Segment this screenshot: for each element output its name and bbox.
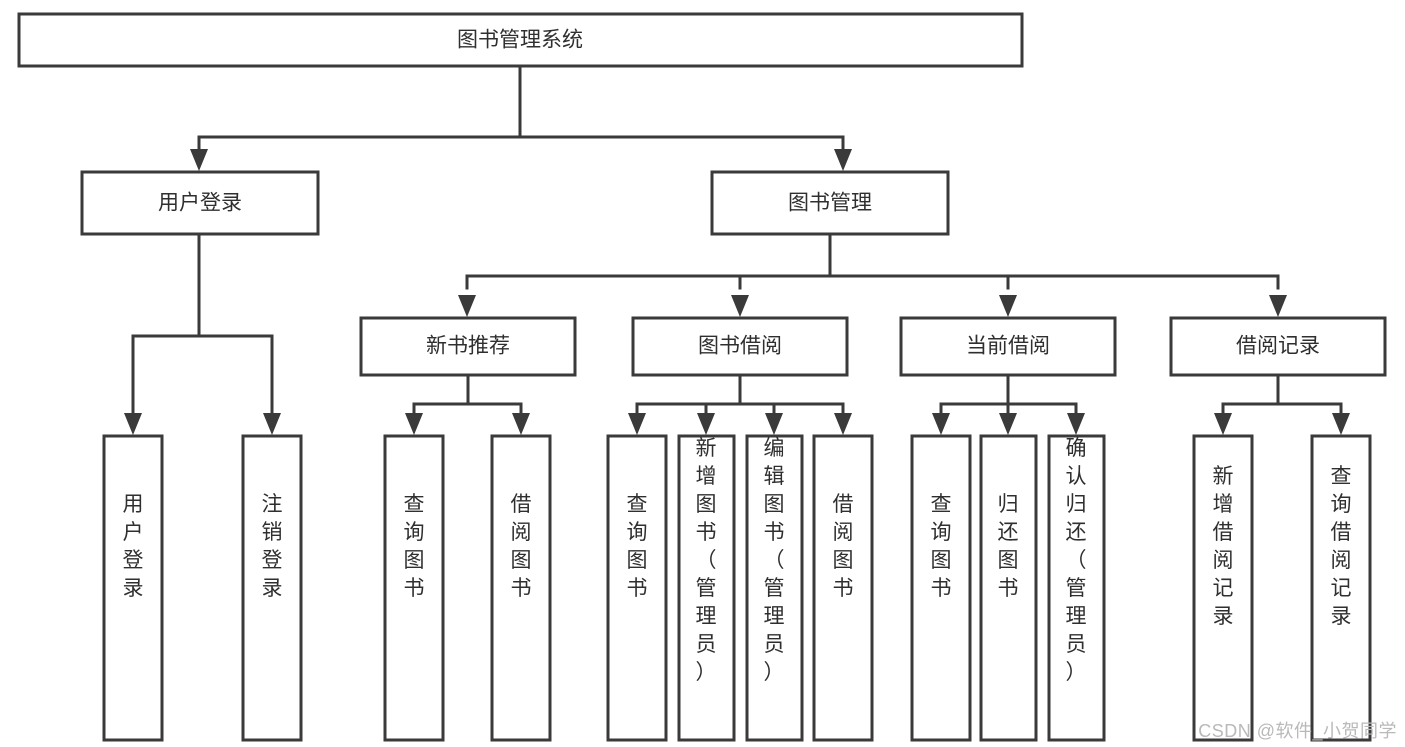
leaf-node[interactable]: 注销登录 [241, 434, 303, 742]
leaf-label: 归还图书 [998, 493, 1019, 600]
leaf-label: 查询图书 [627, 493, 648, 600]
leaf-node[interactable]: 查询图书 [606, 434, 668, 742]
leaf-node[interactable]: 编辑图书（管理员） [745, 434, 804, 742]
node-bookmgmt[interactable]: 图书管理 [710, 170, 950, 236]
leaf-label: 查询借阅记录 [1331, 465, 1352, 628]
leaf-label: 查询图书 [931, 493, 952, 600]
leaf-node[interactable]: 借阅图书 [812, 434, 874, 742]
leaf-node[interactable]: 查询图书 [383, 434, 445, 742]
leaf-label: 新增图书（管理员） [696, 437, 717, 684]
node-records[interactable]: 借阅记录 [1169, 316, 1387, 377]
leaf-label: 注销登录 [262, 493, 283, 600]
leaf-label: 确认归还（管理员） [1066, 437, 1087, 684]
leaf-node[interactable]: 新增图书（管理员） [677, 434, 736, 742]
node-newbook-label: 新书推荐 [426, 335, 510, 358]
node-newbook[interactable]: 新书推荐 [359, 316, 577, 377]
leaf-label: 新增借阅记录 [1213, 465, 1234, 628]
leaf-node[interactable]: 查询借阅记录 [1310, 434, 1372, 742]
leaf-node[interactable]: 用户登录 [102, 434, 164, 742]
csdn-watermark: CSDN @软件_小贺同学 [1198, 721, 1397, 741]
leaf-label: 借阅图书 [833, 493, 854, 600]
node-current[interactable]: 当前借阅 [899, 316, 1117, 377]
node-login-label: 用户登录 [158, 192, 242, 215]
leaf-label: 查询图书 [404, 493, 425, 600]
node-records-label: 借阅记录 [1236, 335, 1320, 358]
node-root-label: 图书管理系统 [457, 29, 583, 52]
leaf-node[interactable]: 查询图书 [910, 434, 972, 742]
node-bookmgmt-label: 图书管理 [788, 192, 872, 215]
edge-layer [131, 64, 1343, 414]
node-borrow-label: 图书借阅 [698, 335, 782, 358]
leaf-label: 借阅图书 [511, 493, 532, 600]
leaf-node[interactable]: 借阅图书 [490, 434, 552, 742]
node-root[interactable]: 图书管理系统 [17, 12, 1024, 68]
leaf-node[interactable]: 归还图书 [979, 434, 1038, 742]
leaf-label: 编辑图书（管理员） [764, 437, 785, 684]
node-current-label: 当前借阅 [966, 335, 1050, 358]
node-login[interactable]: 用户登录 [80, 170, 320, 236]
leaf-label: 用户登录 [123, 493, 144, 600]
leaf-node[interactable]: 新增借阅记录 [1192, 434, 1254, 742]
leaf-node[interactable]: 确认归还（管理员） [1047, 434, 1106, 742]
node-borrow[interactable]: 图书借阅 [631, 316, 849, 377]
